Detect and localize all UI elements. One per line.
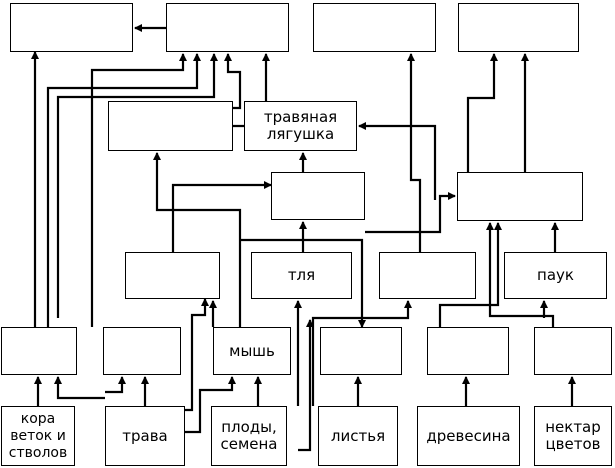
node-leaves: листья — [318, 406, 398, 466]
edge-l35-right — [438, 222, 502, 327]
edge-right-frog — [358, 122, 437, 200]
edge-grass-l32 — [105, 376, 126, 394]
node-spider: паук — [504, 252, 607, 299]
node-level2-3 — [379, 252, 476, 299]
edge-grass-l31 — [54, 376, 105, 400]
node-level2-1 — [125, 252, 220, 299]
edge-l32-top2 — [90, 53, 187, 327]
node-frog: травяная лягушка — [244, 101, 357, 151]
node-level3-5 — [427, 327, 509, 375]
node-top-2 — [166, 3, 289, 52]
edge-x-top2a — [46, 53, 201, 327]
node-fruit-seeds: плоды, семена — [211, 406, 287, 466]
node-grass: трава — [105, 406, 185, 466]
node-level3-6 — [534, 327, 612, 375]
node-top-1 — [10, 3, 133, 52]
node-nectar: нектар цветов — [534, 406, 612, 466]
node-level3-2 — [103, 327, 181, 375]
edge-mouse-mid — [240, 238, 366, 328]
edge-midleft-top2 — [224, 53, 242, 110]
node-top-4 — [458, 3, 579, 52]
node-mid-left — [108, 101, 233, 151]
edge-mouse-midleft — [153, 152, 242, 327]
node-mid-center — [271, 172, 365, 220]
node-right — [457, 172, 583, 221]
edge-l21-midc — [171, 181, 272, 252]
node-wood: древесина — [417, 406, 520, 466]
edge-leaves-aphid — [298, 319, 314, 452]
node-level3-4 — [320, 327, 402, 375]
node-mouse: мышь — [213, 327, 291, 375]
node-top-3 — [313, 3, 436, 52]
edge-l23-top3 — [407, 53, 422, 252]
edge-right-top4a — [466, 53, 498, 172]
edge-x-top2b — [56, 53, 218, 318]
node-bark: кора веток и стволов — [1, 406, 75, 466]
edge-leaves-l23 — [311, 300, 412, 406]
node-level3-1 — [1, 327, 77, 375]
edge-l36-right — [486, 222, 555, 327]
node-aphid: тля — [251, 252, 352, 299]
edge-fruit-l21 — [185, 298, 209, 412]
edge-x-right — [365, 192, 456, 234]
edge-grass-mouse — [185, 376, 236, 434]
